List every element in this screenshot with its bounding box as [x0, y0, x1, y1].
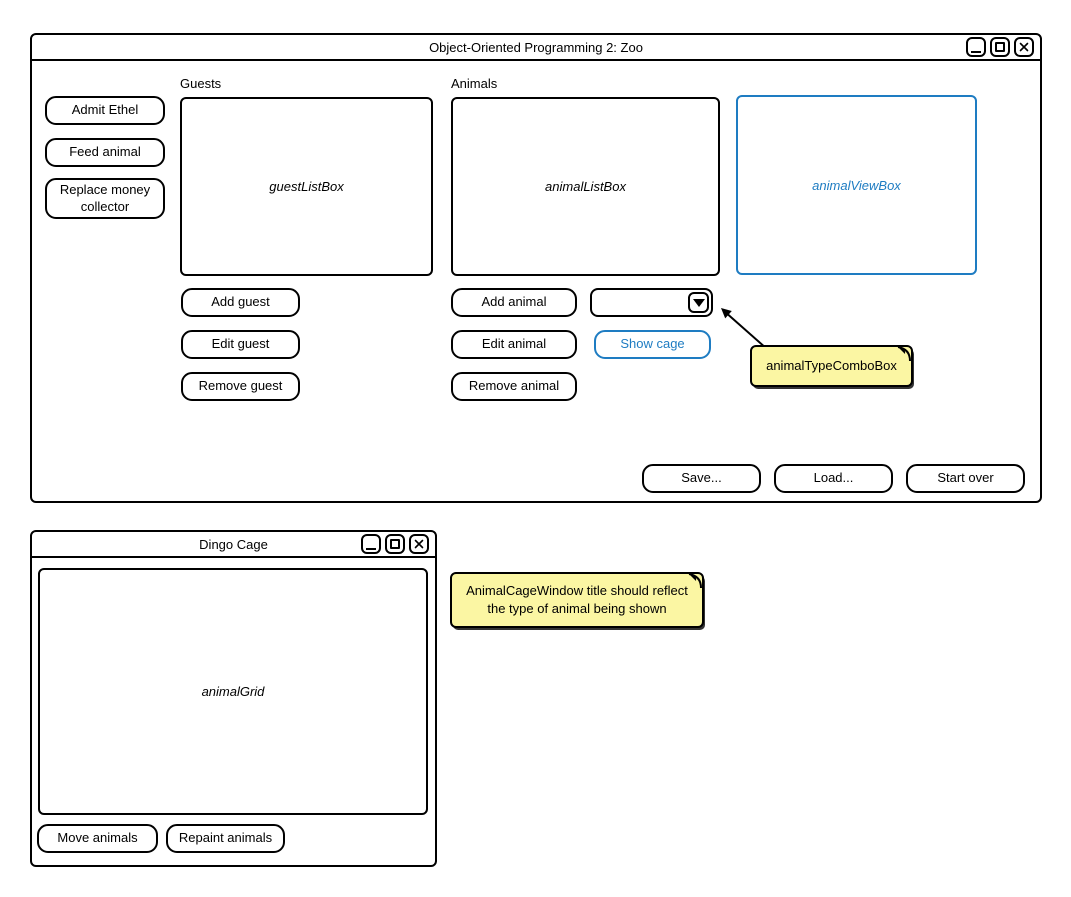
animal-type-combobox[interactable] [590, 288, 713, 317]
edit-animal-button[interactable]: Edit animal [451, 330, 577, 359]
guests-label: Guests [180, 76, 222, 91]
repaint-animals-button[interactable]: Repaint animals [166, 824, 285, 853]
close-button[interactable] [1014, 37, 1034, 57]
minimize-button[interactable] [966, 37, 986, 57]
add-guest-button[interactable]: Add guest [181, 288, 300, 317]
move-animals-button[interactable]: Move animals [37, 824, 158, 853]
save-button[interactable]: Save... [642, 464, 761, 493]
cage-window-titlebar[interactable]: Dingo Cage [32, 532, 435, 558]
main-window-titlebar[interactable]: Object-Oriented Programming 2: Zoo [32, 35, 1040, 61]
admit-ethel-button[interactable]: Admit Ethel [45, 96, 165, 125]
guest-listbox[interactable]: guestListBox [180, 97, 433, 276]
close-icon [414, 539, 424, 549]
feed-animal-button[interactable]: Feed animal [45, 138, 165, 167]
cage-annotation-text: AnimalCageWindow title should reflect th… [466, 583, 688, 616]
minimize-button[interactable] [361, 534, 381, 554]
cage-window-title: Dingo Cage [199, 536, 268, 552]
maximize-button[interactable] [990, 37, 1010, 57]
cage-window: Dingo Cage animalGrid Move animals Repai… [30, 530, 437, 867]
note-fold-icon [688, 573, 702, 589]
minimize-icon [366, 548, 376, 550]
maximize-button[interactable] [385, 534, 405, 554]
window-controls [966, 37, 1034, 57]
close-button[interactable] [409, 534, 429, 554]
animals-label: Animals [451, 76, 498, 91]
maximize-icon [390, 539, 400, 549]
remove-animal-button[interactable]: Remove animal [451, 372, 577, 401]
main-window-title: Object-Oriented Programming 2: Zoo [429, 39, 643, 55]
window-controls [361, 534, 429, 554]
load-button[interactable]: Load... [774, 464, 893, 493]
close-icon [1019, 42, 1029, 52]
start-over-button[interactable]: Start over [906, 464, 1025, 493]
animal-listbox[interactable]: animalListBox [451, 97, 720, 276]
replace-money-collector-button[interactable]: Replace money collector [45, 178, 165, 219]
note-fold-icon [897, 346, 911, 362]
combo-annotation-note: animalTypeComboBox [750, 345, 913, 387]
animal-grid: animalGrid [38, 568, 428, 815]
maximize-icon [995, 42, 1005, 52]
combobox-dropdown-button[interactable] [688, 292, 709, 313]
animal-viewbox: animalViewBox [736, 95, 977, 275]
minimize-icon [971, 51, 981, 53]
annotation-arrow [721, 308, 768, 350]
combo-annotation-text: animalTypeComboBox [766, 358, 897, 374]
chevron-down-icon [692, 298, 705, 307]
remove-guest-button[interactable]: Remove guest [181, 372, 300, 401]
show-cage-button[interactable]: Show cage [594, 330, 711, 359]
add-animal-button[interactable]: Add animal [451, 288, 577, 317]
cage-annotation-note: AnimalCageWindow title should reflect th… [450, 572, 704, 628]
edit-guest-button[interactable]: Edit guest [181, 330, 300, 359]
main-window: Object-Oriented Programming 2: Zoo Admit… [30, 33, 1042, 503]
